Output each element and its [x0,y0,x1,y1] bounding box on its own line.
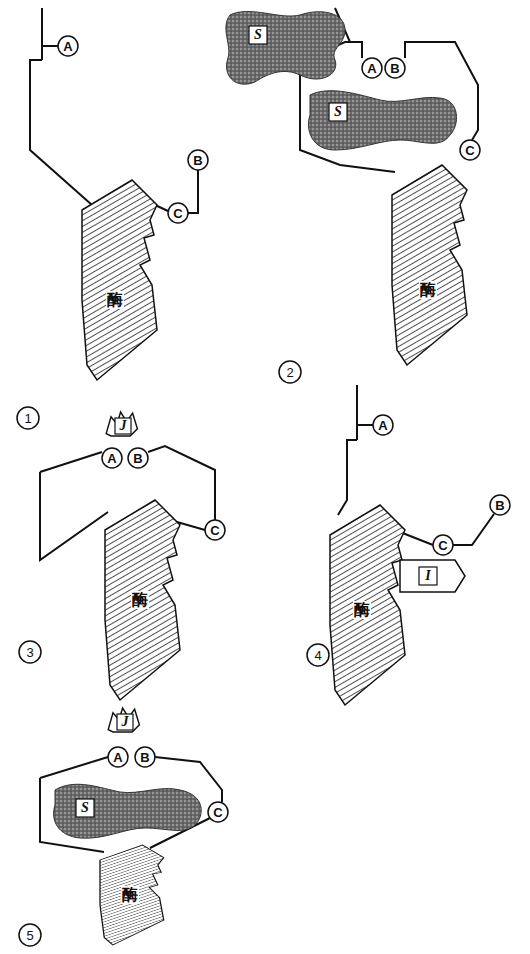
site-label: C [438,539,447,552]
molecule-label: J [120,419,127,433]
site-label: C [465,144,474,157]
molecule-label: S [254,28,262,42]
site-label: A [63,40,72,53]
enzyme-label: 酶 [131,591,149,609]
site-label: A [107,452,116,465]
panel-number: 3 [26,646,33,659]
panel-number: 2 [286,366,293,379]
molecule-label: I [425,569,430,583]
molecule-label: S [334,105,342,119]
molecule-label: S [81,801,89,815]
site-label: B [193,154,202,167]
site-label: B [390,62,399,75]
enzyme-label: 酶 [121,886,139,904]
panel-number: 4 [314,649,321,662]
enzyme-label: 酶 [419,281,437,299]
site-label: B [140,751,149,764]
enzyme-label: 酶 [353,601,371,619]
site-label: C [210,524,219,537]
site-label: C [213,806,222,819]
site-label: B [133,452,142,465]
site-label: C [173,207,182,220]
site-label: B [495,499,504,512]
site-label: A [113,751,122,764]
site-label: A [378,419,387,432]
panel-number: 1 [24,412,31,425]
enzyme-label: 酶 [106,291,124,309]
molecule-label: J [122,715,129,729]
site-label: A [367,62,376,75]
panel-number: 5 [26,929,33,942]
